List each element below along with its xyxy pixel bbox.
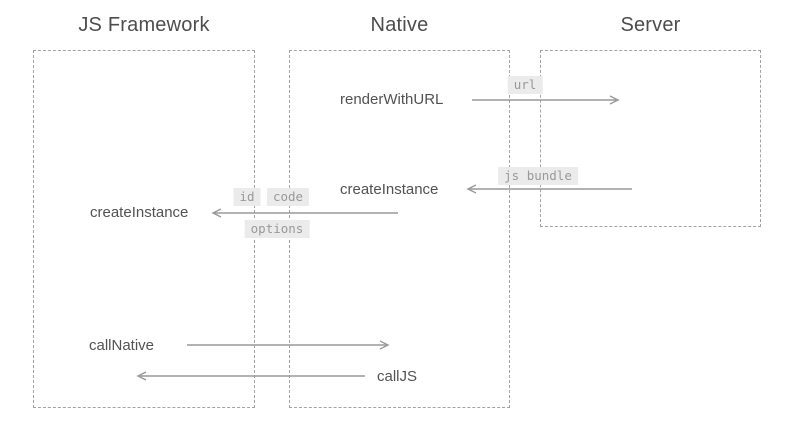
- badge-url: url: [507, 76, 543, 94]
- server-box: [540, 50, 761, 227]
- label-create-instance-native: createInstance: [340, 181, 439, 198]
- label-create-instance-js: createInstance: [90, 204, 189, 221]
- badge-options: options: [244, 220, 310, 238]
- label-call-native: callNative: [89, 337, 155, 354]
- label-call-js: callJS: [377, 368, 418, 385]
- column-title-js-framework: JS Framework: [78, 14, 210, 36]
- badge-id: id: [233, 188, 261, 206]
- column-title-native: Native: [370, 14, 429, 36]
- column-title-server: Server: [620, 14, 681, 36]
- label-render-with-url: renderWithURL: [340, 91, 444, 108]
- badge-js-bundle: js bundle: [498, 167, 578, 185]
- badge-code: code: [266, 188, 310, 206]
